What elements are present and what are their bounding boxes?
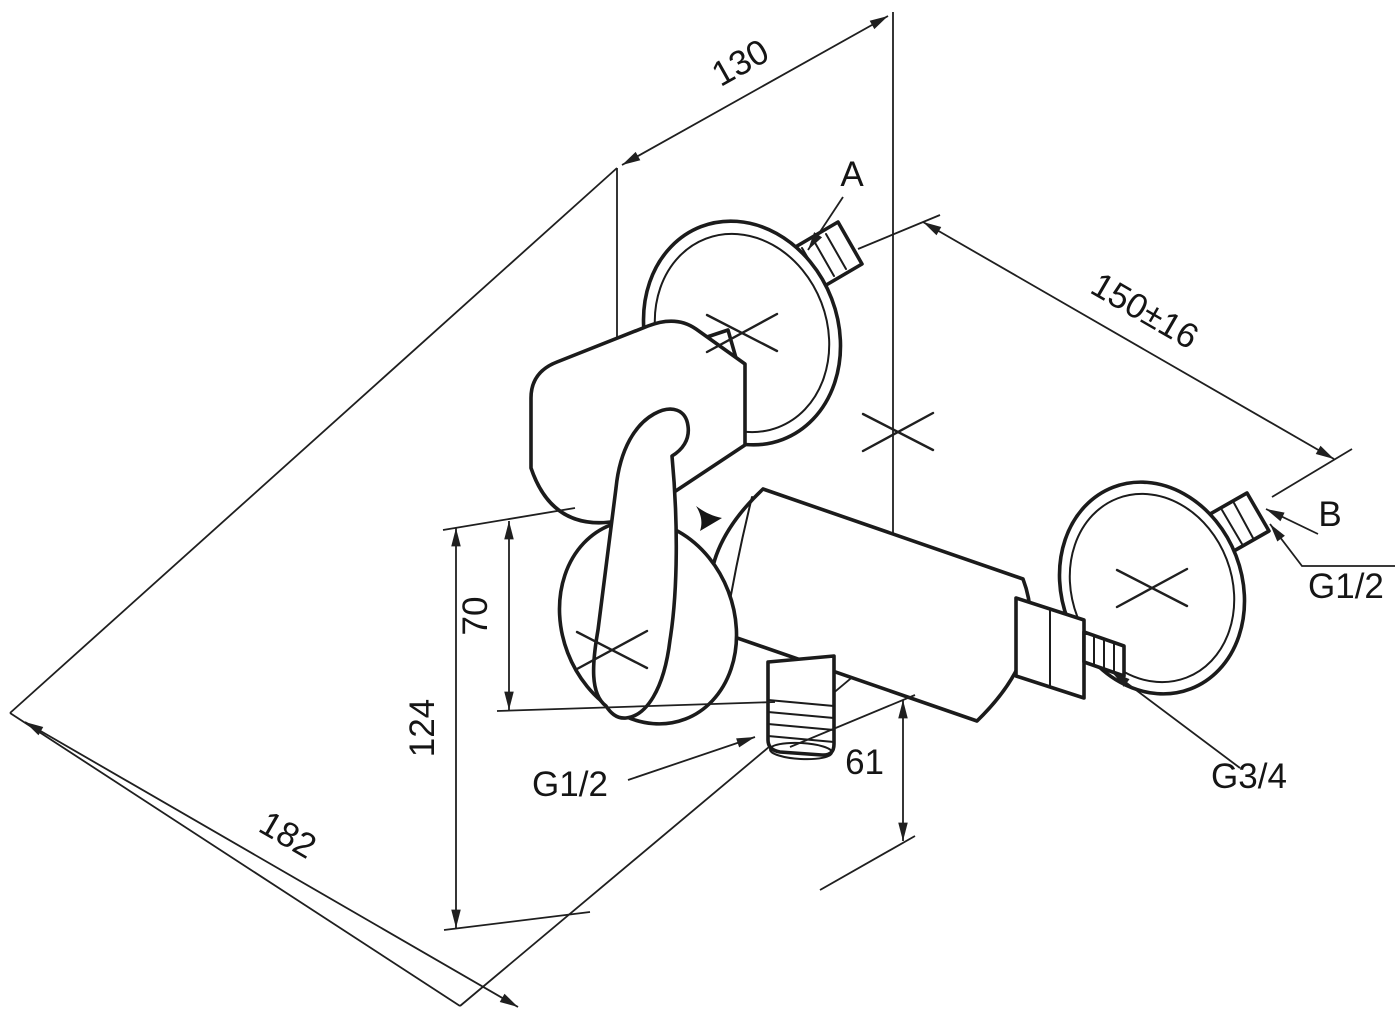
- center-mark-handle-axis: [575, 629, 649, 671]
- dimension-124-text: 124: [403, 699, 442, 757]
- shower-outlet: [766, 654, 836, 761]
- callout-thread-union: G3/4: [1111, 671, 1287, 796]
- dimension-61: 61: [789, 694, 916, 891]
- valve-barrel: [708, 487, 1032, 723]
- cartridge-housing: [529, 319, 747, 525]
- thread-label-union-nut: G3/4: [1211, 757, 1287, 796]
- callout-thread-outlet: G1/2: [532, 736, 756, 804]
- callout-connector-b: B: [1265, 495, 1342, 535]
- dimension-70: 70: [442, 507, 776, 712]
- dimension-182: 182: [24, 721, 519, 1008]
- thread-label-shower-outlet: G1/2: [532, 765, 608, 804]
- label-connector-b: B: [1318, 495, 1341, 534]
- dimension-150-text: 150±16: [1085, 265, 1205, 357]
- dimension-182-text: 182: [253, 804, 323, 867]
- shower-mixer-body: [529, 219, 1271, 761]
- rotation-indicator-arrow: [696, 506, 722, 531]
- dimension-61-text: 61: [845, 743, 884, 782]
- thread-label-connector-b: G1/2: [1308, 567, 1384, 606]
- center-marks: [575, 312, 1189, 671]
- label-connector-a: A: [840, 155, 864, 194]
- callout-thread-b: G1/2: [1269, 523, 1395, 606]
- lever-handle: [591, 407, 691, 720]
- center-mark-upper-flange: [705, 312, 779, 354]
- callout-connector-a: A: [807, 155, 864, 251]
- center-mark-wall-axis: [861, 411, 935, 453]
- right-union-nut: [1014, 596, 1126, 700]
- dimension-150: 150±16: [857, 214, 1353, 498]
- dimension-130: 130: [621, 15, 889, 166]
- dimension-70-text: 70: [456, 597, 495, 636]
- center-mark-lower-flange: [1115, 567, 1189, 609]
